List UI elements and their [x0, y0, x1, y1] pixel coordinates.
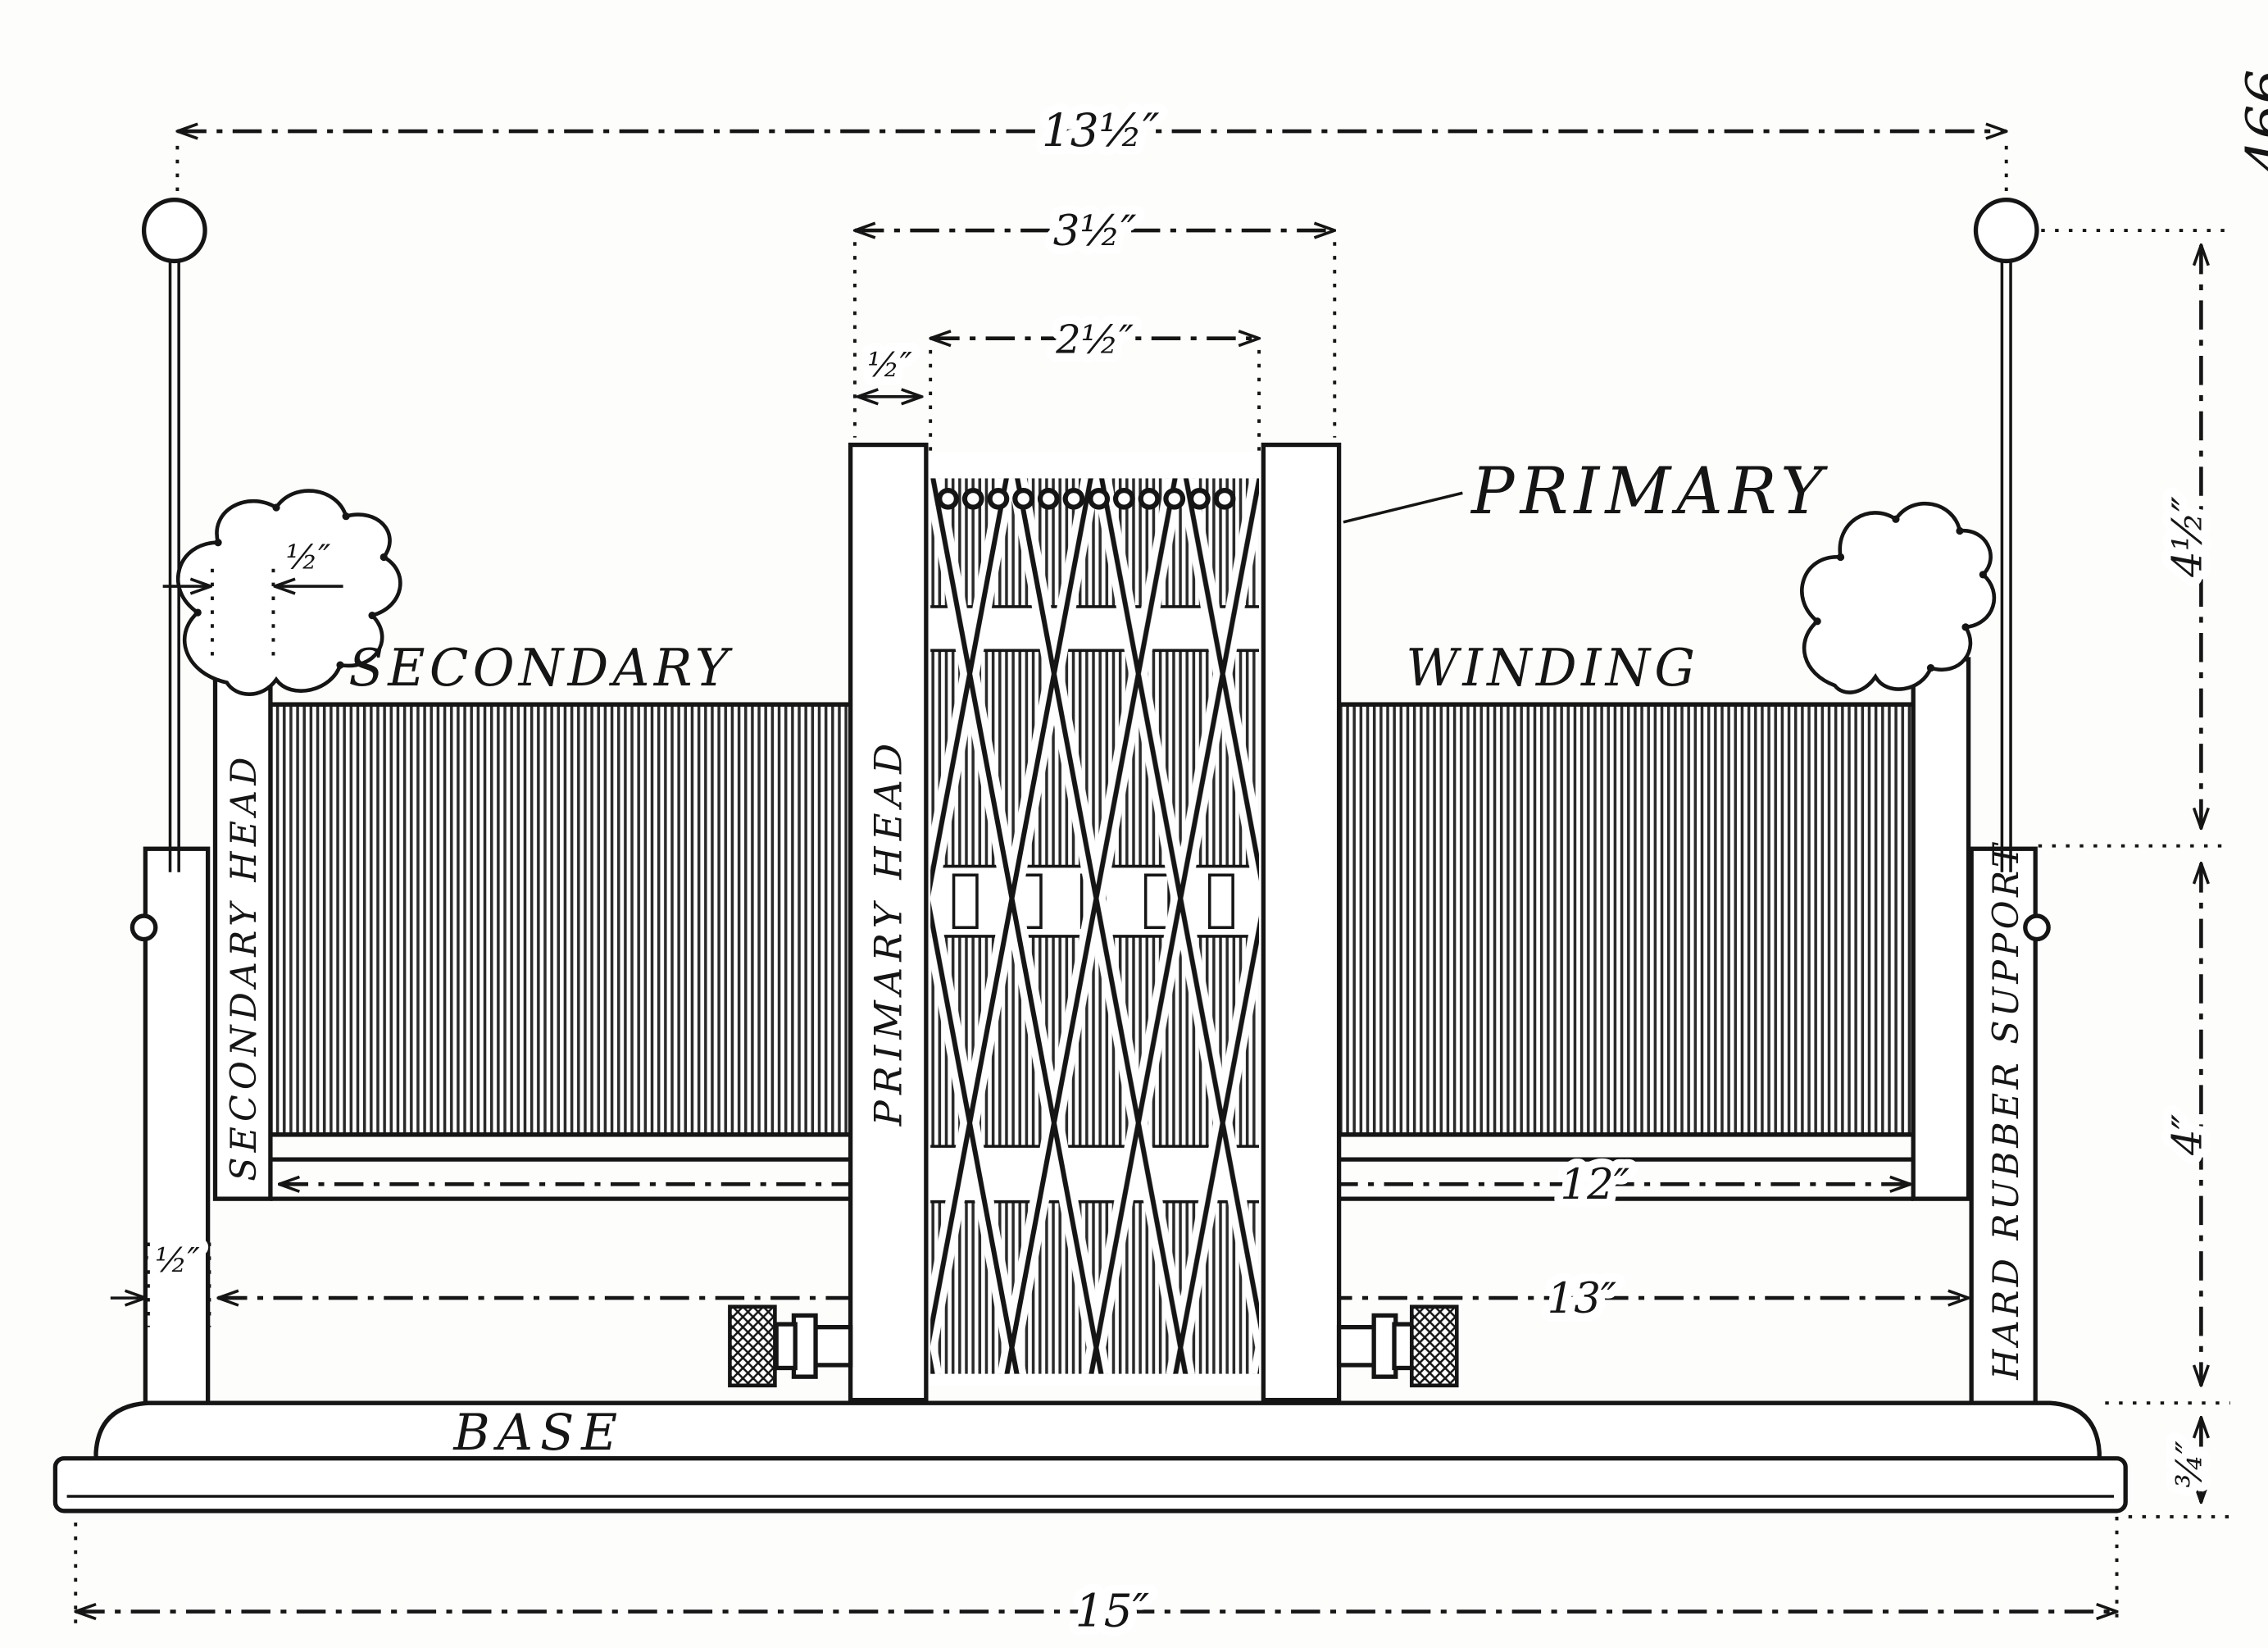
- right-binding-post-knurl: [1409, 1304, 1459, 1388]
- dim-label-upper-height: 4½″: [2163, 496, 2211, 578]
- secondary-head-label: SECONDARY HEAD: [224, 752, 265, 1181]
- dim-label-primary-inner: 2½″: [1055, 316, 1134, 362]
- dim-label-base-thickness: ¾″: [2169, 1441, 2210, 1487]
- hard-rubber-support-board: [1969, 846, 2038, 1405]
- winding-label: WINDING: [1406, 638, 1699, 698]
- left-terminal: [141, 198, 207, 872]
- dim-primary-outer: 3½″: [852, 198, 1337, 438]
- dim-coil-length: 13″: [218, 1265, 1969, 1332]
- dim-secondary-head-thickness: ½″: [162, 529, 343, 657]
- page-margin-note: 466: [2234, 69, 2268, 175]
- dim-base-length: 15″: [74, 1516, 2119, 1646]
- lead-wire-left-dots: [193, 503, 388, 669]
- dim-label-support-thickness: ½″: [155, 1241, 200, 1280]
- right-terminal-ball: [1973, 198, 2039, 264]
- left-terminal-ball: [141, 198, 207, 264]
- dim-label-overall: 13½″: [1042, 104, 1160, 157]
- right-terminal: [1973, 198, 2039, 872]
- lead-wire-right-dots: [1813, 515, 1987, 672]
- base: BASE: [52, 1400, 2128, 1514]
- left-binding-post-knurl: [728, 1304, 777, 1388]
- dim-primary-head-thickness: ½″: [857, 336, 921, 397]
- right-binding-post: [1336, 1304, 1459, 1388]
- secondary-head-board: [212, 657, 273, 1201]
- hard-rubber-support-label: HARD RUBBER SUPPORT: [1986, 840, 2027, 1380]
- base-upper-slab: [93, 1400, 2102, 1461]
- dim-overall-width: 13½″: [175, 95, 2008, 196]
- dim-right-stack: 4½″ 4″ ¾″: [2038, 229, 2230, 1518]
- dim-support-thickness: ½″: [110, 1231, 211, 1327]
- left-clamp-screw: [130, 913, 158, 942]
- primary-label: PRIMARY: [1470, 454, 1829, 529]
- base-lower-slab: [52, 1456, 2128, 1514]
- right-end-board: [1911, 657, 1971, 1201]
- primary-callout: PRIMARY: [1343, 454, 1829, 529]
- dim-primary-inner: 2½″: [929, 308, 1261, 453]
- primary-winding-slats: [930, 478, 1260, 1374]
- primary-coil: [925, 452, 1264, 1386]
- secondary-label: SECONDARY: [348, 638, 733, 698]
- right-clamp-screw: [2023, 913, 2051, 942]
- primary-head-left-board: [848, 442, 929, 1403]
- left-binding-post: [728, 1304, 853, 1388]
- base-label: BASE: [452, 1404, 625, 1462]
- primary-leader-line: [1343, 491, 1463, 524]
- dim-label-head-thickness: ½″: [867, 345, 912, 385]
- dim-label-lower-height: 4″: [2163, 1113, 2211, 1156]
- dim-label-13: 13″: [1547, 1274, 1616, 1323]
- lead-wire-right: [1800, 501, 1997, 694]
- dim-label-base-length: 15″: [1075, 1584, 1150, 1637]
- dim-label-secondary-head-thickness: ½″: [286, 538, 331, 577]
- primary-head-label: PRIMARY HEAD: [866, 738, 911, 1127]
- dim-label-12: 12″: [1560, 1160, 1629, 1209]
- dim-label-primary-outer: 3½″: [1053, 207, 1137, 256]
- primary-head-right-board: [1261, 442, 1342, 1403]
